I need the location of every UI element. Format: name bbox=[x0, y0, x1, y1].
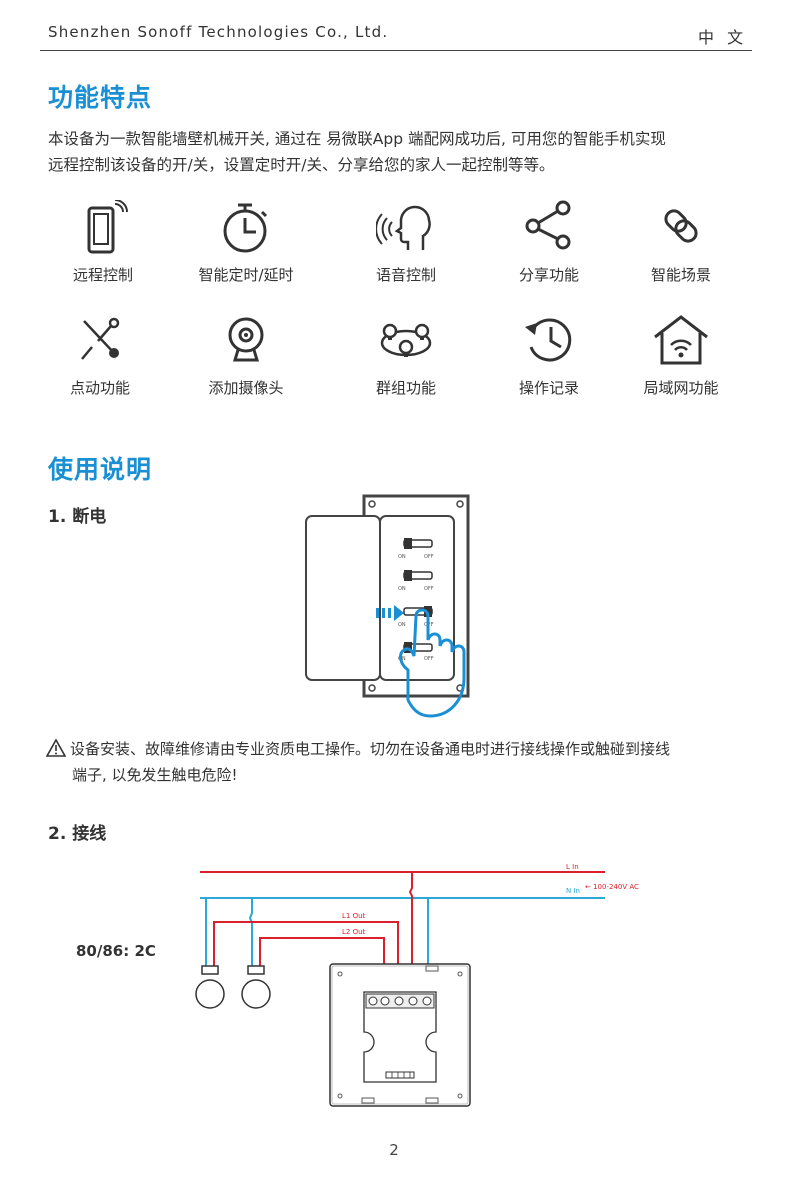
features-intro: 本设备为一款智能墙壁机械开关, 通过在 易微联App 端配网成功后, 可用您的智… bbox=[48, 126, 748, 178]
language-label: 中 文 bbox=[698, 28, 748, 47]
stopwatch-icon bbox=[223, 203, 268, 253]
l1-out-label: L1 Out bbox=[342, 912, 366, 920]
usage-title: 使用说明 bbox=[48, 455, 153, 484]
direction-arrow-icon bbox=[376, 605, 404, 621]
link-icon bbox=[664, 209, 698, 243]
intro-line-2: 远程控制该设备的开/关，设置定时开/关、分享给您的家人一起控制等等。 bbox=[48, 156, 555, 174]
warning-line-2: 端子, 以免发生触电危险! bbox=[72, 766, 238, 784]
lan-home-icon bbox=[654, 315, 708, 365]
feature-label: 添加摄像头 bbox=[208, 379, 284, 397]
feature-label: 智能场景 bbox=[650, 266, 711, 284]
step-2-title: 2. 接线 bbox=[48, 824, 107, 844]
inching-switch-icon bbox=[81, 317, 120, 360]
page-number: 2 bbox=[389, 1141, 399, 1159]
voltage-label: ← 100-240V AC bbox=[585, 883, 639, 891]
n-in-label: N In bbox=[566, 887, 580, 895]
safety-warning: 设备安装、故障维修请由专业资质电工操作。切勿在设备通电时进行接线操作或触碰到接线… bbox=[46, 736, 756, 788]
breaker-switch-row bbox=[403, 538, 433, 549]
switch-back-panel bbox=[329, 963, 471, 1107]
l1-out-wire bbox=[213, 921, 399, 998]
breaker-panel-illustration: ON OFF ON OFF ON OFF ON OFF bbox=[305, 494, 470, 718]
feature-label: 智能定时/延时 bbox=[198, 266, 294, 284]
light-bulb-icon bbox=[195, 965, 225, 1009]
feature-label: 点动功能 bbox=[69, 379, 130, 397]
voice-control-icon bbox=[376, 205, 431, 250]
feature-label: 操作记录 bbox=[518, 379, 579, 397]
light-bulb-icon bbox=[241, 965, 271, 1009]
intro-line-1: 本设备为一款智能墙壁机械开关, 通过在 易微联App 端配网成功后, 可用您的智… bbox=[48, 130, 666, 148]
feature-lan: 局域网功能 bbox=[616, 313, 746, 398]
history-icon bbox=[525, 318, 572, 362]
feature-label: 分享功能 bbox=[518, 266, 579, 284]
l2-out-label: L2 Out bbox=[342, 928, 366, 936]
feature-label: 语音控制 bbox=[375, 266, 436, 284]
feature-history: 操作记录 bbox=[484, 313, 614, 398]
company-name: Shenzhen Sonoff Technologies Co., Ltd. bbox=[48, 23, 389, 41]
model-label: 80/86: 2C bbox=[76, 942, 156, 960]
l-in-label: L In bbox=[566, 863, 579, 871]
on-label: ON bbox=[398, 554, 406, 560]
feature-smart-scene: 智能场景 bbox=[616, 200, 746, 285]
warning-triangle-icon bbox=[46, 739, 66, 757]
on-label: ON bbox=[398, 622, 406, 628]
phone-remote-icon bbox=[87, 200, 128, 254]
header-divider bbox=[40, 50, 752, 51]
feature-timer: 智能定时/延时 bbox=[181, 200, 311, 285]
hand-pointer-icon bbox=[399, 608, 466, 718]
feature-group: 群组功能 bbox=[341, 313, 471, 398]
feature-remote-control: 远程控制 bbox=[38, 200, 168, 285]
off-label: OFF bbox=[424, 586, 434, 592]
breaker-switch-row bbox=[403, 570, 433, 581]
wiring-diagram: L In N In ← 100-240V AC L1 Out L2 Out bbox=[195, 863, 639, 1107]
share-icon bbox=[525, 200, 571, 250]
feature-share: 分享功能 bbox=[484, 200, 614, 285]
feature-voice-control: 语音控制 bbox=[341, 200, 471, 285]
feature-label: 远程控制 bbox=[72, 266, 133, 284]
features-title: 功能特点 bbox=[48, 83, 153, 112]
step-1-title: 1. 断电 bbox=[48, 507, 107, 527]
off-label: OFF bbox=[424, 656, 434, 662]
feature-camera: 添加摄像头 bbox=[181, 313, 311, 398]
feature-label: 群组功能 bbox=[375, 379, 436, 397]
warning-line-1: 设备安装、故障维修请由专业资质电工操作。切勿在设备通电时进行接线操作或触碰到接线 bbox=[70, 740, 671, 758]
camera-icon bbox=[228, 317, 264, 362]
off-label: OFF bbox=[424, 554, 434, 560]
feature-label: 局域网功能 bbox=[643, 379, 719, 397]
group-bulbs-icon bbox=[380, 323, 432, 357]
feature-inching: 点动功能 bbox=[35, 313, 165, 398]
on-label: ON bbox=[398, 586, 406, 592]
